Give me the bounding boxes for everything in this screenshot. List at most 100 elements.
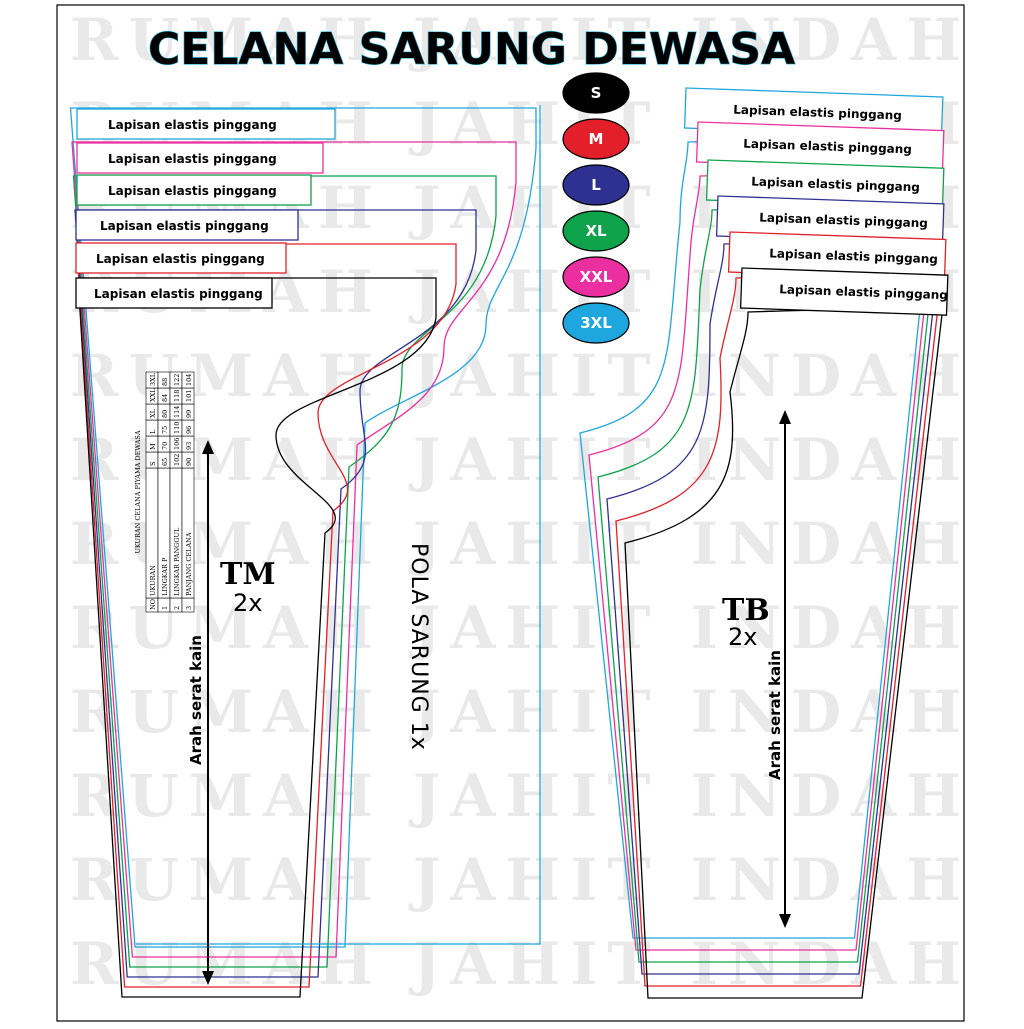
back-waistband-label: Lapisan elastis pinggang bbox=[769, 246, 938, 266]
front-piece-count: 2x bbox=[233, 589, 262, 617]
size-table-header: 3XL bbox=[149, 372, 157, 386]
back-outline-xxl bbox=[588, 169, 940, 951]
size-badge-label: S bbox=[591, 84, 602, 102]
watermark-row: RUMAH JAHIT INDAH bbox=[70, 342, 971, 410]
front-outline-xl bbox=[72, 175, 497, 968]
size-table-cell: 110 bbox=[173, 422, 181, 434]
size-table-cell: 2 bbox=[173, 606, 181, 610]
size-badge-label: M bbox=[589, 130, 604, 148]
size-legend: S M L XL XXL 3XL bbox=[562, 72, 630, 344]
front-waistband-box bbox=[75, 242, 287, 274]
watermark-row: RUMAH JAHIT INDAH bbox=[70, 846, 971, 914]
size-table-header: L bbox=[149, 429, 157, 434]
size-table-cell: 88 bbox=[161, 378, 169, 386]
sarong-panel-outline bbox=[136, 105, 541, 945]
back-waistband-label: Lapisan elastis pinggang bbox=[751, 175, 920, 195]
front-waistband-label: Lapisan elastis pinggang bbox=[108, 184, 277, 198]
size-table-cell: PANJANG CELANA bbox=[185, 532, 193, 596]
front-outline-l bbox=[74, 209, 477, 978]
sarong-label: POLA SARUNG 1x bbox=[406, 543, 431, 751]
watermark-row: RUMAH JAHIT INDAH bbox=[70, 426, 971, 494]
size-table-cell: 80 bbox=[161, 410, 169, 418]
size-table-cell: LINGKAR PANGGUL bbox=[173, 527, 181, 596]
watermark-row: RUMAH JAHIT INDAH bbox=[70, 594, 971, 662]
size-table-cell: 99 bbox=[185, 410, 193, 418]
size-table-cell: 106 bbox=[173, 438, 181, 450]
size-table-header: XXL bbox=[149, 388, 157, 402]
size-table-cell: 84 bbox=[161, 394, 169, 402]
back-piece-count: 2x bbox=[728, 623, 757, 651]
size-table: UKURAN CELANA PIYAMA DEWASA NO UKURAN S M L XL… bbox=[134, 371, 195, 613]
front-waistband-box bbox=[75, 209, 299, 241]
size-table-cell: 3 bbox=[185, 606, 193, 610]
size-table-cell: 93 bbox=[185, 442, 193, 450]
back-outline-s bbox=[624, 305, 944, 999]
size-badge-m bbox=[562, 118, 630, 160]
front-waistband-label: Lapisan elastis pinggang bbox=[108, 152, 277, 166]
watermark-row: RUMAH JAHIT INDAH bbox=[70, 930, 971, 998]
watermark-row: RUMAH JAHIT INDAH bbox=[70, 678, 971, 746]
size-badge-s bbox=[562, 72, 630, 114]
size-table-cell: 96 bbox=[185, 426, 193, 434]
front-waistband-label: Lapisan elastis pinggang bbox=[100, 219, 269, 233]
size-table-cell: 70 bbox=[161, 442, 169, 450]
back-waistband-label: Lapisan elastis pinggang bbox=[743, 137, 912, 157]
size-badge-xxl bbox=[562, 256, 630, 298]
watermark-row: RUMAH JAHIT INDAH bbox=[70, 6, 971, 74]
front-piece-label: TM bbox=[220, 557, 276, 592]
watermark-row: RUMAH JAHIT INDAH bbox=[70, 762, 971, 830]
size-table-header: S bbox=[149, 462, 157, 466]
front-grainline-label: Arah serat kain bbox=[187, 635, 205, 765]
size-table-cell: 75 bbox=[161, 426, 169, 434]
size-table-cell: 122 bbox=[173, 374, 181, 386]
size-table-header: XL bbox=[149, 408, 157, 418]
front-outline-s bbox=[77, 277, 437, 998]
front-waistband-label: Lapisan elastis pinggang bbox=[108, 118, 277, 132]
back-grainline-label: Arah serat kain bbox=[766, 650, 784, 780]
size-badge-label: L bbox=[591, 176, 601, 194]
back-waistband-label: Lapisan elastis pinggang bbox=[759, 210, 928, 230]
size-badge-l bbox=[562, 164, 630, 206]
size-table-cell-box bbox=[181, 371, 195, 389]
front-outline-m bbox=[75, 243, 457, 988]
front-waistband-box bbox=[76, 174, 312, 206]
front-waistband-box bbox=[75, 277, 273, 309]
back-outline-l bbox=[606, 237, 942, 975]
back-waistband-label: Lapisan elastis pinggang bbox=[779, 282, 948, 302]
front-waistband-label: Lapisan elastis pinggang bbox=[94, 287, 263, 301]
back-piece-label: TB bbox=[722, 593, 770, 628]
title: CELANA SARUNG DEWASA bbox=[148, 24, 795, 75]
back-outline-3xl bbox=[579, 135, 939, 939]
front-grainline-arrow bbox=[202, 440, 214, 985]
back-outline-m bbox=[615, 271, 943, 987]
size-badge-label: XXL bbox=[580, 268, 613, 286]
size-badge-label: 3XL bbox=[580, 314, 612, 332]
size-table-cell: 102 bbox=[173, 454, 181, 466]
size-badge-label: XL bbox=[585, 222, 607, 240]
size-table-header: UKURAN bbox=[149, 565, 157, 596]
size-table-cell: LINGKAR P bbox=[161, 557, 169, 596]
back-waistband-label: Lapisan elastis pinggang bbox=[733, 103, 902, 123]
size-table-cell: 104 bbox=[185, 374, 193, 386]
size-table-header: NO bbox=[149, 599, 157, 610]
size-table-header: M bbox=[149, 443, 157, 450]
size-badge-3xl bbox=[562, 302, 630, 344]
size-table-cell: 118 bbox=[173, 390, 181, 402]
back-outline-xl bbox=[597, 203, 941, 963]
size-table-cell: 1 bbox=[161, 606, 169, 610]
size-badge-xl bbox=[562, 210, 630, 252]
front-waistband-label: Lapisan elastis pinggang bbox=[96, 252, 265, 266]
size-table-title: UKURAN CELANA PIYAMA DEWASA bbox=[134, 430, 142, 553]
back-waistband-box bbox=[739, 267, 949, 316]
size-table-cell: 101 bbox=[185, 390, 193, 402]
pattern-outlines bbox=[69, 105, 944, 999]
front-outline-3xl bbox=[69, 107, 537, 948]
front-waistband-box bbox=[76, 108, 336, 140]
front-outline-xxl bbox=[71, 141, 517, 958]
size-table-cell: 114 bbox=[173, 406, 181, 418]
size-table-cell: 65 bbox=[161, 458, 169, 466]
size-table-cell: 90 bbox=[185, 458, 193, 466]
